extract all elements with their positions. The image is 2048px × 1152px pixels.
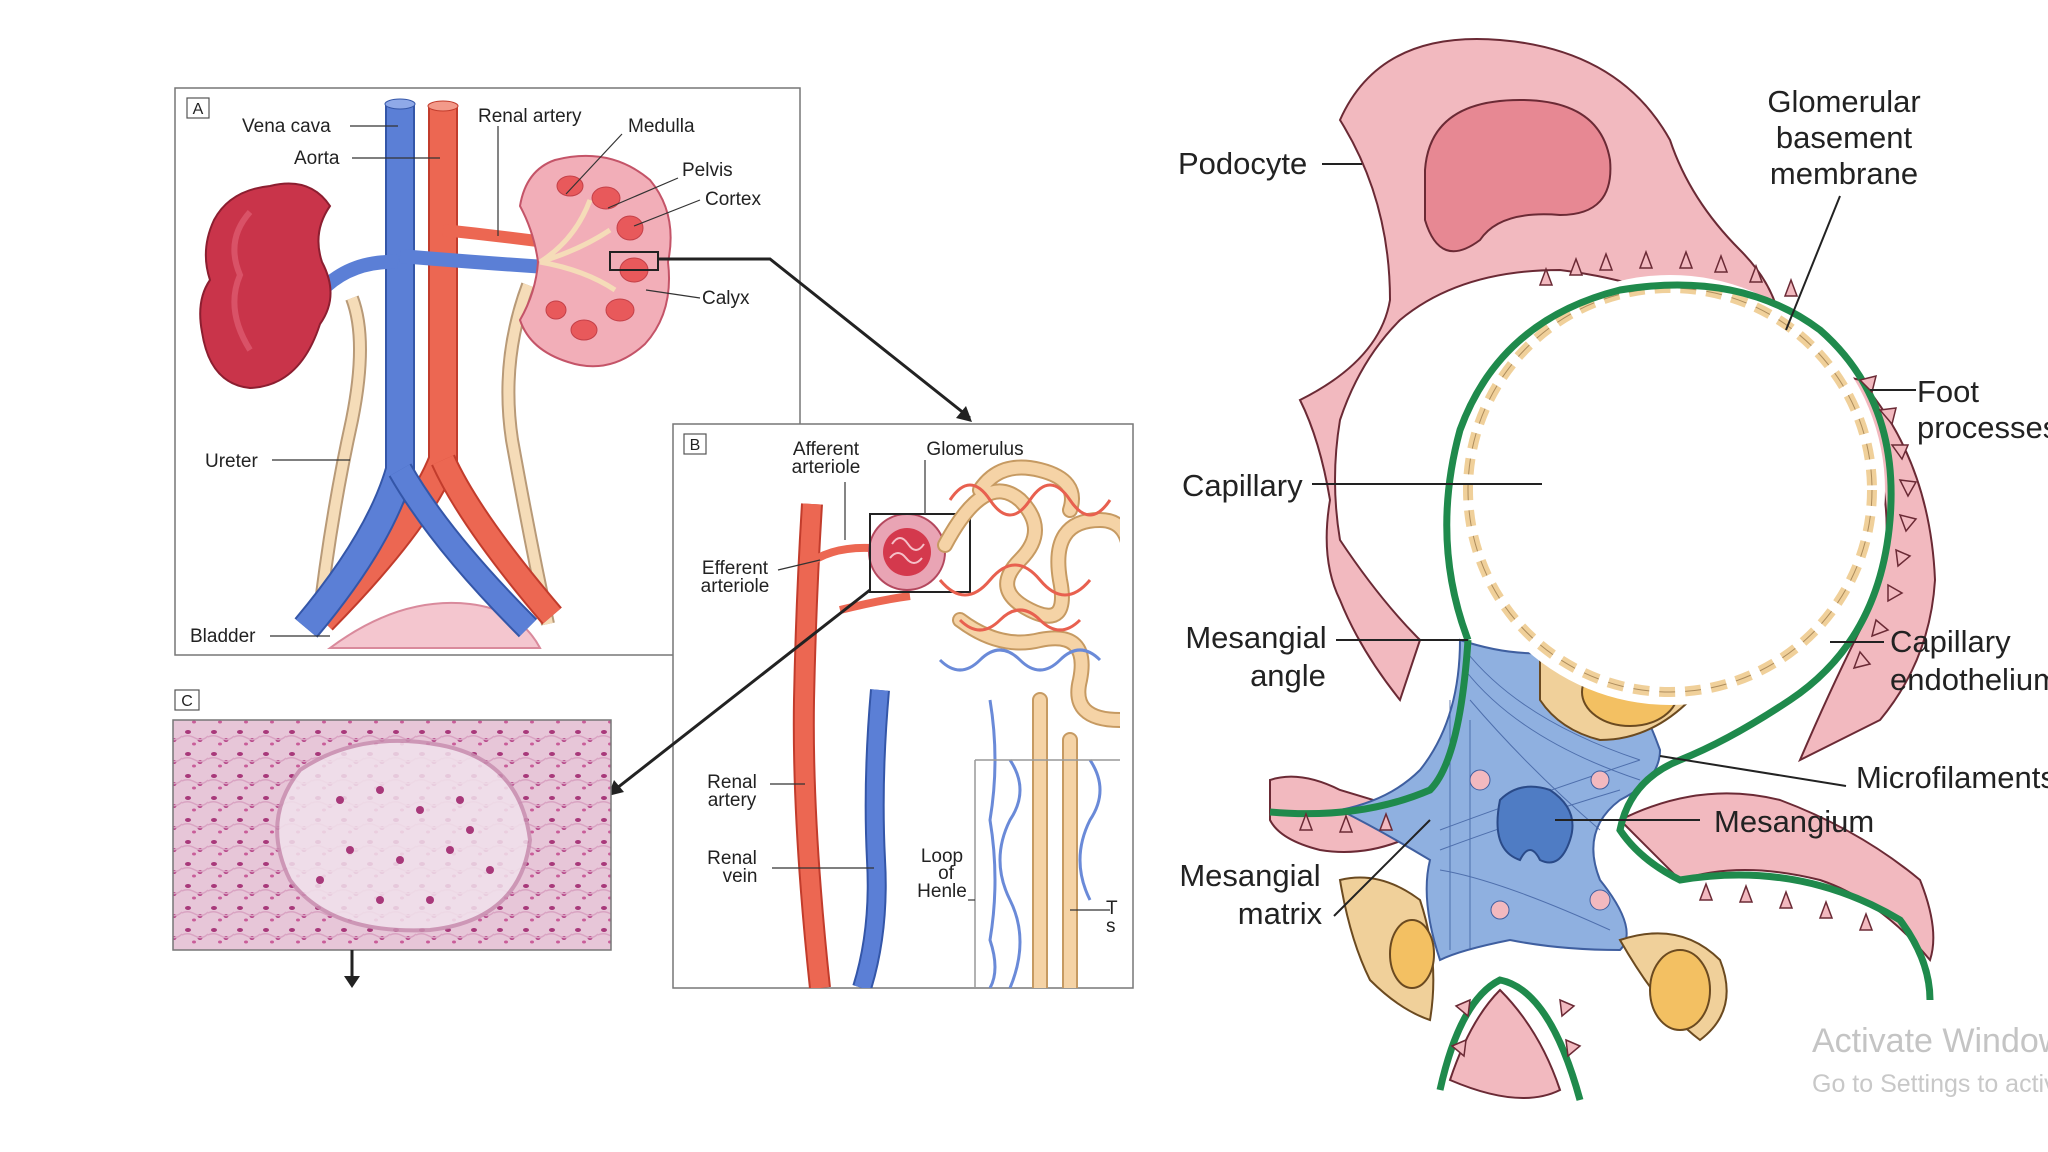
label-loop-2: of <box>938 863 955 884</box>
label-glomerulus: Glomerulus <box>926 439 1023 460</box>
podocyte-cell <box>1298 38 1783 703</box>
capillary-lumen <box>1455 275 1885 705</box>
label-vena-cava: Vena cava <box>242 116 331 137</box>
mesangium-diagram: Podocyte Glomerular basement membrane Fo… <box>1178 38 2048 1101</box>
label-gbm-1: Glomerular <box>1767 84 1920 119</box>
label-microfilaments: Microfilaments <box>1856 760 2048 795</box>
label-afferent-2: arteriole <box>792 457 861 478</box>
label-renal-artery: Renal artery <box>478 106 582 127</box>
activation-watermark-title: Activate Windows <box>1812 1022 2048 1060</box>
panel-b-letter: B <box>690 437 701 454</box>
activation-watermark-subtitle: Go to Settings to activate Windows. <box>1812 1070 2048 1098</box>
label-medulla: Medulla <box>628 116 695 137</box>
label-mesangial-matrix-1: Mesangial <box>1179 858 1320 893</box>
mesangial-nucleus <box>1496 785 1574 864</box>
kidney-zoom-box <box>609 251 659 271</box>
label-ureter: Ureter <box>205 451 258 472</box>
label-cut-2: s <box>1106 916 1116 937</box>
label-renal-artery-b-1: Renal <box>707 772 757 793</box>
label-efferent-2: arteriole <box>701 576 770 597</box>
label-gbm-3: membrane <box>1770 156 1918 191</box>
label-capillary: Capillary <box>1182 468 1303 503</box>
label-foot-1: Foot <box>1917 374 1979 409</box>
label-afferent-1: Afferent <box>793 439 860 460</box>
label-bladder: Bladder <box>190 626 256 647</box>
label-loop-3: Henle <box>917 881 967 902</box>
panel-c: C <box>172 689 612 988</box>
label-mesangial-angle-1: Mesangial <box>1185 620 1326 655</box>
label-mesangial-matrix-2: matrix <box>1238 896 1323 931</box>
label-aorta: Aorta <box>294 148 340 169</box>
label-cortex: Cortex <box>705 189 761 210</box>
left-kidney <box>199 182 332 390</box>
label-loop-1: Loop <box>921 846 963 867</box>
label-cap-endo-2: endothelium <box>1890 662 2048 697</box>
label-cut-1: T <box>1106 898 1118 919</box>
label-cap-endo-1: Capillary <box>1890 624 2011 659</box>
panel-c-letter: C <box>181 693 193 710</box>
bladder-shape <box>326 601 542 649</box>
label-renal-vein-1: Renal <box>707 848 757 869</box>
podocyte-nucleus <box>1424 98 1612 253</box>
label-foot-2: processes <box>1917 410 2048 445</box>
label-calyx: Calyx <box>702 288 750 309</box>
label-mesangium: Mesangium <box>1714 804 1874 839</box>
label-podocyte: Podocyte <box>1178 146 1307 181</box>
panel-b: B <box>608 423 1134 989</box>
label-pelvis: Pelvis <box>682 160 733 181</box>
label-mesangial-angle-2: angle <box>1250 658 1326 693</box>
glomerular-basement-membrane <box>1443 281 1934 1001</box>
label-efferent-1: Efferent <box>702 558 769 579</box>
label-renal-vein-2: vein <box>723 866 758 887</box>
panel-a-letter: A <box>193 101 204 118</box>
label-renal-artery-b-2: artery <box>708 790 757 811</box>
glomerulus-zoom-box <box>869 513 971 593</box>
panel-a: A <box>174 87 972 656</box>
label-gbm-2: basement <box>1776 120 1913 155</box>
